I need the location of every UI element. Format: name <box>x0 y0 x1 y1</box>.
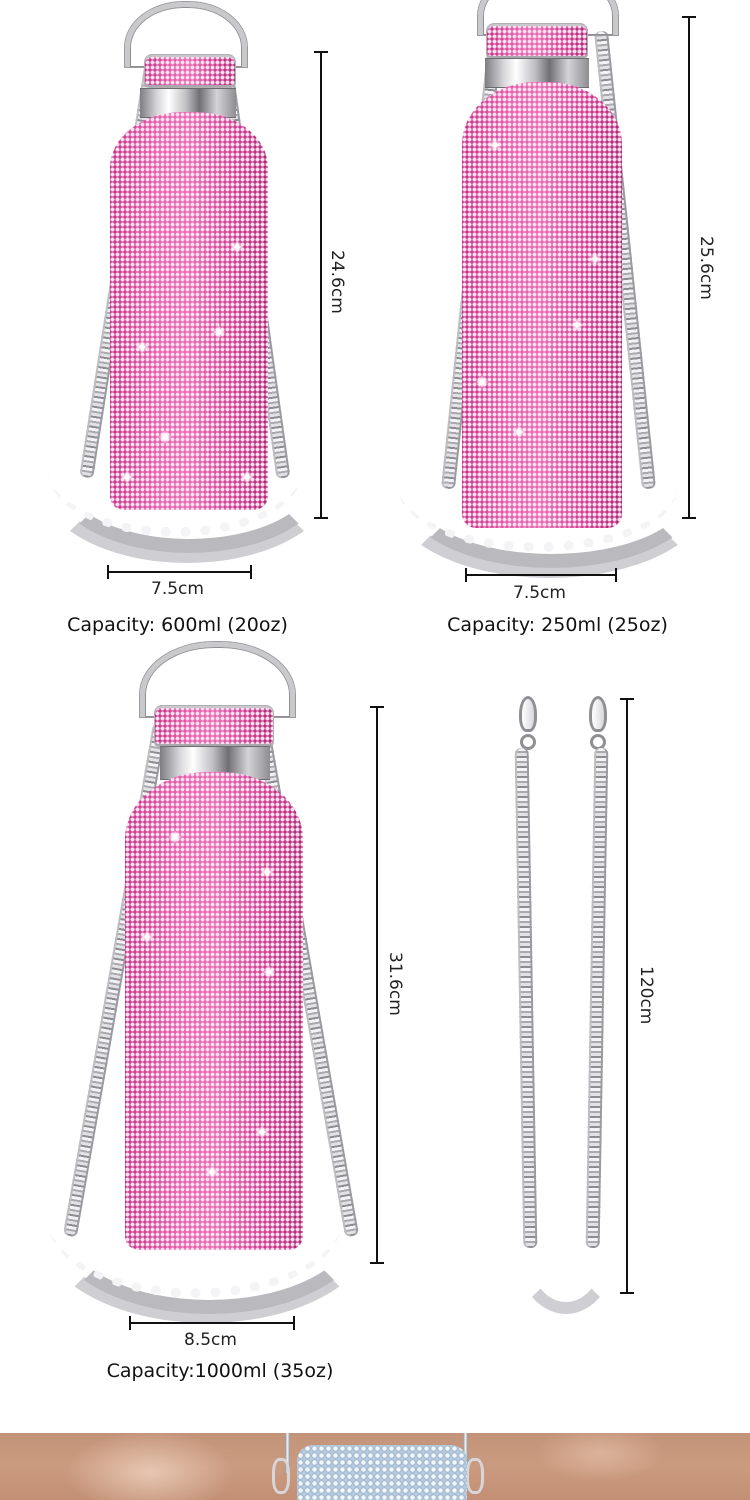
sparkle-icon <box>240 470 254 484</box>
silver-rhinestone-bottle <box>297 1445 467 1500</box>
chain-pool-texture <box>48 405 302 537</box>
sparkle-icon <box>168 830 182 844</box>
sparkle-icon <box>488 138 502 152</box>
width-dimension-line <box>465 568 617 582</box>
height-dimension-line <box>682 16 696 519</box>
sparkle-icon <box>512 425 526 439</box>
height-dimension-line <box>370 706 384 1264</box>
sparkle-icon <box>230 240 244 254</box>
swivel-ring <box>520 734 536 750</box>
width-dimension-line <box>129 1316 295 1330</box>
width-label: 8.5cm <box>184 1330 237 1350</box>
bottle-cap <box>145 55 235 87</box>
sparkle-icon <box>120 470 134 484</box>
clasp-ring <box>272 1458 290 1494</box>
height-label: 25.6cm <box>696 236 716 300</box>
width-label: 7.5cm <box>513 583 566 603</box>
sparkle-icon <box>260 865 274 879</box>
sparkle-icon <box>255 1125 269 1139</box>
bottle-250ml <box>370 0 711 578</box>
capacity-label: Capacity: 250ml (25oz) <box>447 614 668 636</box>
length-dimension-line <box>620 698 634 1294</box>
height-dimension-line <box>314 51 328 519</box>
carry-handle <box>478 0 618 35</box>
clasp-ring <box>466 1458 484 1494</box>
lobster-clasp-icon <box>519 696 537 732</box>
sparkle-icon <box>212 325 226 339</box>
lifestyle-photo <box>0 1433 750 1500</box>
width-dimension-line <box>107 565 252 579</box>
sparkle-icon <box>205 1165 219 1179</box>
chain-bottom-curve <box>515 1180 617 1314</box>
bottle-cap <box>487 24 587 58</box>
bottle-cap <box>155 706 273 746</box>
sparkle-icon <box>570 318 584 332</box>
chain-right-strand <box>585 747 609 1249</box>
capacity-label: Capacity: 600ml (20oz) <box>67 614 288 636</box>
chain-pool-texture <box>398 420 678 552</box>
carry-handle <box>125 2 247 67</box>
chain-left-strand <box>514 747 538 1249</box>
chain-strap <box>505 690 617 1314</box>
lobster-clasp-icon <box>589 696 607 732</box>
sparkle-icon <box>588 252 602 266</box>
sparkle-icon <box>262 965 276 979</box>
handle-strap <box>285 1433 290 1473</box>
chain-pool-texture <box>48 1142 342 1298</box>
sparkle-icon <box>140 930 154 944</box>
bottle-body <box>110 112 268 510</box>
height-label: 24.6cm <box>327 250 347 314</box>
width-label: 7.5cm <box>151 579 204 599</box>
bottle-600ml <box>0 0 340 563</box>
sparkle-icon <box>135 340 149 354</box>
sparkle-icon <box>158 430 172 444</box>
capacity-label: Capacity:1000ml (35oz) <box>106 1360 334 1382</box>
sparkle-icon <box>475 375 489 389</box>
bottle-body <box>462 82 622 528</box>
length-label: 120cm <box>636 966 656 1025</box>
height-label: 31.6cm <box>385 952 405 1016</box>
bottle-1000ml <box>0 640 376 1323</box>
handle-strap <box>463 1433 468 1473</box>
